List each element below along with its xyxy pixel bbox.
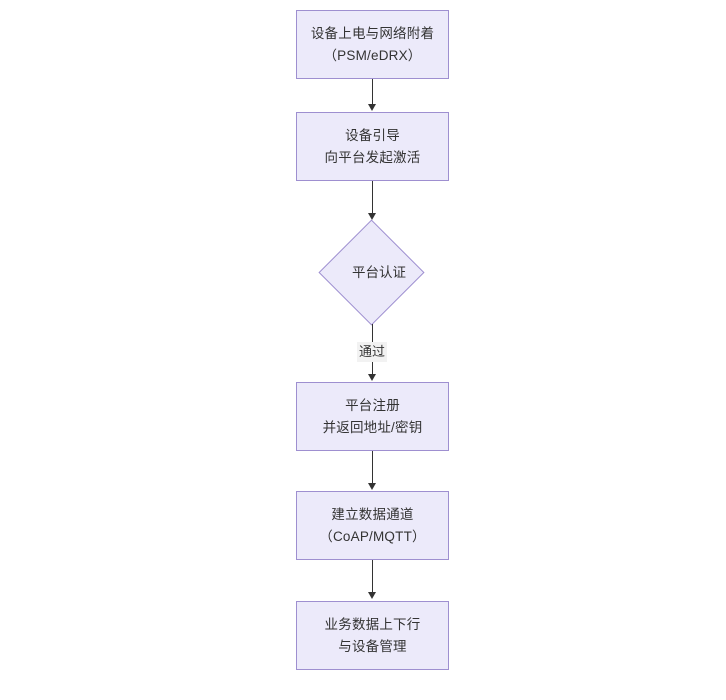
node-platform-register-line1: 平台注册 — [345, 397, 400, 413]
edge-label-auth-pass: 通过 — [357, 342, 388, 362]
node-platform-auth-line1: 平台认证 — [352, 265, 406, 280]
node-bootstrap-line2: 向平台发起激活 — [324, 149, 421, 165]
node-data-channel-line1: 建立数据通道 — [331, 506, 414, 522]
node-platform-register[interactable]: 平台注册 并返回地址/密钥 — [296, 382, 449, 451]
node-platform-auth-label: 平台认证 — [324, 260, 434, 286]
arrowhead-bootstrap — [368, 104, 376, 111]
edge-label-auth-pass-text: 通过 — [359, 344, 386, 359]
node-data-channel[interactable]: 建立数据通道 （CoAP/MQTT） — [296, 491, 449, 560]
arrowhead-platform-auth — [368, 213, 376, 220]
connector-channel-to-service — [372, 560, 373, 593]
node-platform-register-line2: 并返回地址/密钥 — [322, 419, 423, 435]
node-bootstrap[interactable]: 设备引导 向平台发起激活 — [296, 112, 449, 181]
node-data-channel-line2: （CoAP/MQTT） — [319, 528, 426, 544]
arrowhead-platform-register — [368, 374, 376, 381]
node-service-data-line1: 业务数据上下行 — [324, 616, 421, 632]
node-power-on[interactable]: 设备上电与网络附着 （PSM/eDRX） — [296, 10, 449, 79]
arrowhead-service-data — [368, 592, 376, 599]
node-service-data[interactable]: 业务数据上下行 与设备管理 — [296, 601, 449, 670]
node-service-data-line2: 与设备管理 — [338, 638, 407, 654]
connector-power-on-to-bootstrap — [372, 79, 373, 105]
node-power-on-line2: （PSM/eDRX） — [323, 47, 422, 63]
arrowhead-data-channel — [368, 483, 376, 490]
node-power-on-line1: 设备上电与网络附着 — [310, 25, 435, 41]
connector-register-to-channel — [372, 451, 373, 484]
node-bootstrap-line1: 设备引导 — [345, 127, 400, 143]
connector-bootstrap-to-auth — [372, 181, 373, 214]
